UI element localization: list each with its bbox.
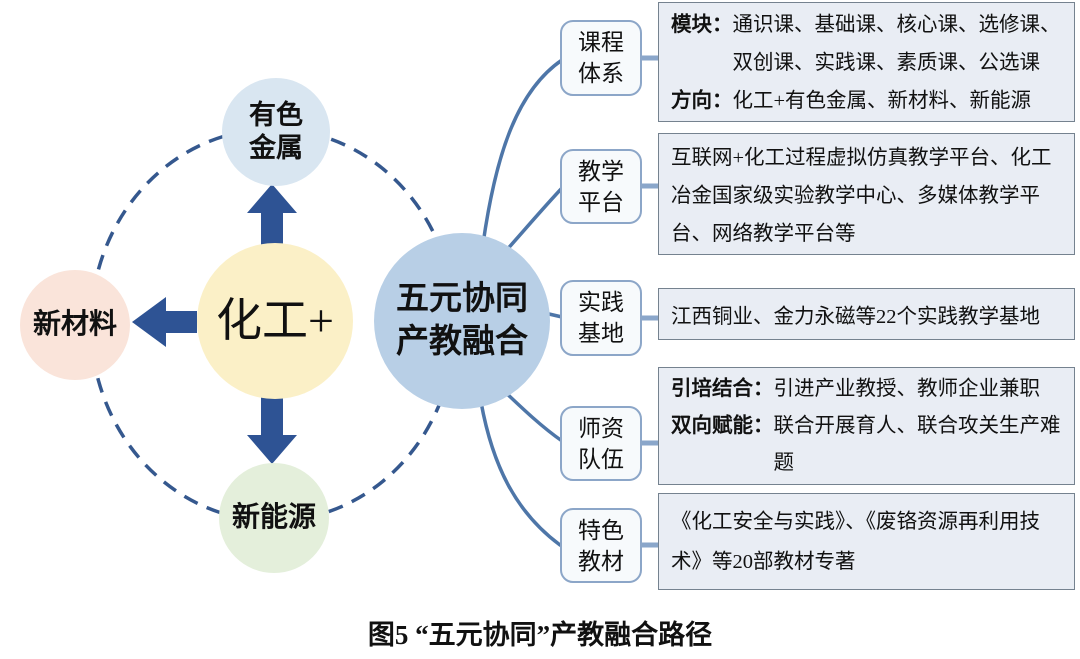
row-label: 模块： [671,14,733,36]
content-row: 《化工安全与实践》、《废铬资源再利用技术》等20部教材专著 [671,502,1066,582]
branch-content-practice: 江西铜业、金力永磁等22个实践教学基地 [658,288,1075,340]
row-label: 引培结合： [671,378,774,400]
branch-label-curriculum: 课程 体系 [560,20,642,96]
connector-line-practice [547,312,564,319]
satellite-label: 新能源 [231,501,316,533]
branch-label-line: 课程 [578,30,624,55]
row-text: 《化工安全与实践》、《废铬资源再利用技术》等20部教材专著 [671,511,1040,573]
content-row: 模块：通识课、基础课、核心课、选修课、双创课、实践课、素质课、公选课 [671,6,1066,82]
branch-label-textbook: 特色 教材 [560,508,642,583]
figure-caption: 图5 “五元协同”产教融合路径 [367,620,713,650]
satellite-new-materials: 新材料 [20,270,130,380]
branch-label-line: 师资 [578,415,624,441]
arrow-down-icon [247,397,297,464]
row-label: 方向： [671,90,733,112]
content-row: 互联网+化工过程虚拟仿真教学平台、化工冶金国家级实验教学中心、多媒体教学平台、网… [671,139,1066,253]
branch-label-line: 实践 [578,290,624,315]
row-text: 通识课、基础课、核心课、选修课、双创课、实践课、素质课、公选课 [732,14,1061,74]
branch-label-line: 特色 [578,517,624,543]
branch-label-platform: 教学 平台 [560,149,642,224]
branch-label-line: 基地 [578,321,624,346]
branch-label-practice: 实践 基地 [560,280,642,356]
row-text: 互联网+化工过程虚拟仿真教学平台、化工冶金国家级实验教学中心、多媒体教学平台、网… [671,147,1052,245]
satellite-label-line: 有色 [249,100,303,131]
content-row: 方向：化工+有色金属、新材料、新能源 [671,82,1066,120]
hub-circle-chemical-plus: 化工+ [197,243,353,399]
satellite-label: 新材料 [32,308,117,340]
row-label: 双向赋能： [671,415,774,437]
main-circle-label-line: 五元协同 [396,281,528,317]
arrow-up-icon [247,184,297,252]
main-circle-five-element: 五元协同 产教融合 [374,233,550,409]
content-row: 双向赋能：联合开展育人、联合攻关生产难题 [671,408,1066,482]
row-text: 引进产业教授、教师企业兼职 [773,378,1041,400]
branch-label-line: 队伍 [578,446,624,472]
row-text: 联合开展育人、联合攻关生产难题 [773,415,1061,474]
connector-curve-textbook [479,400,562,547]
branch-label-line: 体系 [578,61,624,86]
connector-curve-faculty [501,388,564,443]
branch-content-textbook: 《化工安全与实践》、《废铬资源再利用技术》等20部教材专著 [658,493,1075,590]
arrow-left-icon [132,297,197,347]
hub-label: 化工+ [216,294,334,346]
main-circle-label-line: 产教融合 [396,324,528,360]
satellite-nonferrous-metals: 有色 金属 [222,78,330,186]
connector-curve-platform [502,186,564,255]
branch-label-line: 平台 [578,189,624,215]
branch-label-line: 教学 [578,158,624,184]
satellite-new-energy: 新能源 [219,463,329,573]
connector-curve-curriculum [481,58,564,246]
branch-label-faculty: 师资 队伍 [560,406,642,481]
branch-content-curriculum: 模块：通识课、基础课、核心课、选修课、双创课、实践课、素质课、公选课 方向：化工… [658,2,1075,122]
branch-label-line: 教材 [578,548,624,574]
satellite-label-line: 金属 [249,133,303,163]
branch-content-faculty: 引培结合：引进产业教授、教师企业兼职 双向赋能：联合开展育人、联合攻关生产难题 [658,367,1075,485]
content-row: 江西铜业、金力永磁等22个实践教学基地 [671,299,1040,329]
content-row: 引培结合：引进产业教授、教师企业兼职 [671,371,1066,408]
row-text: 化工+有色金属、新材料、新能源 [732,90,1032,112]
row-text: 江西铜业、金力永磁等22个实践教学基地 [671,306,1040,328]
branch-content-platform: 互联网+化工过程虚拟仿真教学平台、化工冶金国家级实验教学中心、多媒体教学平台、网… [658,133,1075,255]
